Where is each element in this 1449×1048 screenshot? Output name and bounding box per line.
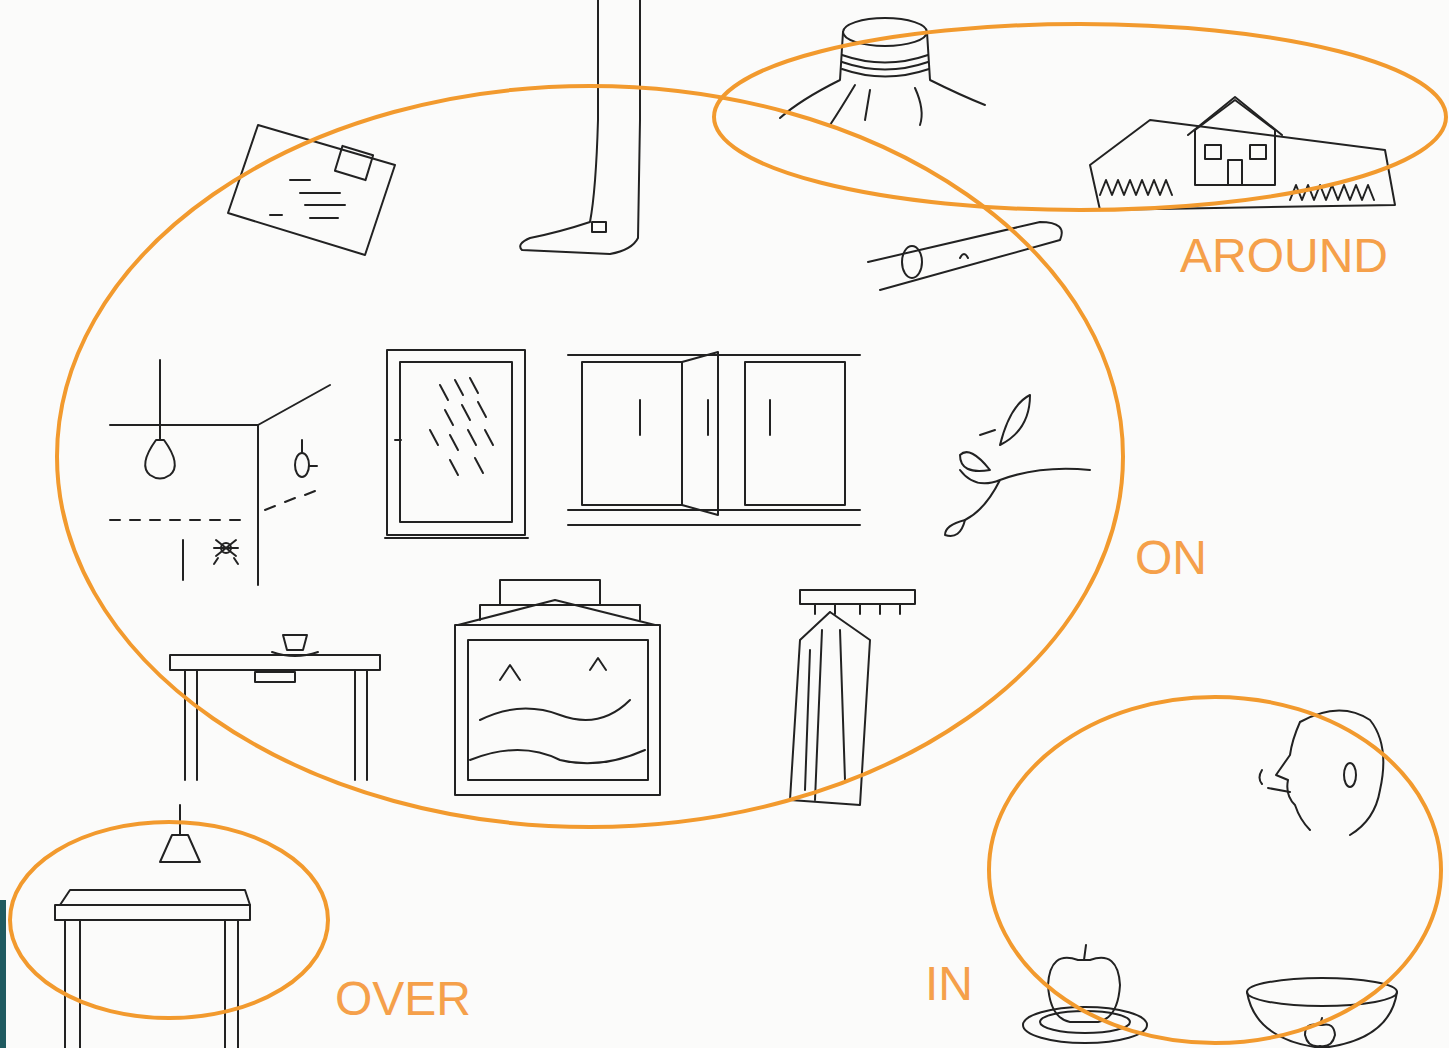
group-label: IN: [925, 960, 973, 1008]
group-label: ON: [1135, 534, 1207, 582]
group-label: OVER: [335, 975, 471, 1023]
room-corner-drawing: [110, 360, 330, 585]
cupboard-drawing: [568, 352, 860, 525]
ellipse-outline: [55, 84, 1125, 829]
stump-drawing: [780, 18, 985, 125]
group-ellipse: AROUND: [712, 22, 1448, 212]
group-ellipse: OVER: [8, 820, 330, 1020]
leg-drawing: [520, 0, 640, 254]
head-drawing: [1260, 710, 1384, 835]
table-cup-drawing: [170, 635, 380, 780]
house-fence-drawing: [1090, 97, 1395, 210]
group-ellipse: ON: [55, 84, 1125, 829]
envelope-drawing: [228, 125, 395, 255]
group-label: AROUND: [1180, 232, 1388, 280]
window-drawing: [385, 350, 528, 538]
ellipse-outline: [712, 22, 1448, 212]
ellipse-shape: [714, 24, 1446, 210]
ellipse-shape: [10, 822, 328, 1018]
ellipse-outline: [987, 695, 1443, 1045]
slide-edge: [0, 900, 6, 1048]
branch-drawing: [945, 395, 1090, 536]
coat-drawing: [790, 590, 915, 805]
picture-drawing: [455, 580, 660, 795]
group-ellipse: IN: [987, 695, 1443, 1045]
ellipse-shape: [989, 697, 1441, 1043]
ellipse-shape: [57, 86, 1123, 827]
ellipse-outline: [8, 820, 330, 1020]
finger-drawing: [868, 222, 1062, 290]
